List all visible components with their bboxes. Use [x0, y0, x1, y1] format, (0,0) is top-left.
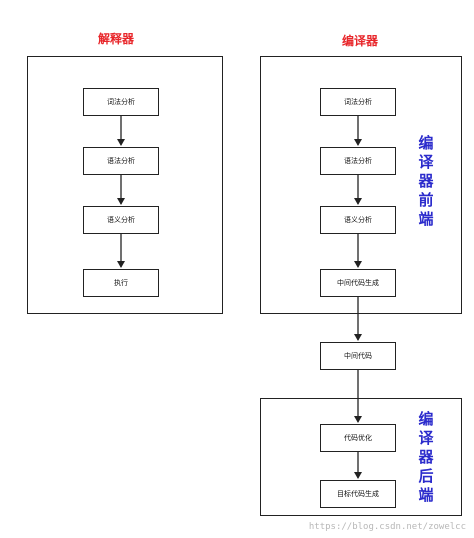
interpreter-title: 解释器 — [97, 32, 134, 46]
front-step-semantic: 语义分析 — [320, 206, 396, 234]
backend-section-label: 编 译 器 后 端 — [416, 410, 436, 505]
backend-label-char: 编 — [418, 410, 434, 428]
interp-step-semantic: 语义分析 — [83, 206, 159, 234]
frontend-label-char: 编 — [418, 134, 434, 152]
frontend-label-char: 端 — [418, 210, 434, 228]
frontend-label-char: 器 — [418, 172, 434, 190]
front-step-lexical: 词法分析 — [320, 88, 396, 116]
frontend-section-label: 编 译 器 前 端 — [416, 134, 436, 229]
backend-label-char: 译 — [418, 429, 434, 447]
frontend-label-char: 译 — [418, 153, 434, 171]
front-step-ir-gen: 中间代码生成 — [320, 269, 396, 297]
backend-label-char: 后 — [418, 467, 434, 485]
interp-step-lexical: 词法分析 — [83, 88, 159, 116]
frontend-label-char: 前 — [418, 191, 434, 209]
front-step-syntax: 语法分析 — [320, 147, 396, 175]
interp-step-execute: 执行 — [83, 269, 159, 297]
compiler-title: 编译器 — [341, 34, 378, 48]
watermark-url: https://blog.csdn.net/zowelcc — [308, 522, 466, 532]
back-step-optimize: 代码优化 — [320, 424, 396, 452]
backend-label-char: 端 — [418, 486, 434, 504]
intermediate-code-node: 中间代码 — [320, 342, 396, 370]
backend-label-char: 器 — [418, 448, 434, 466]
back-step-target-gen: 目标代码生成 — [320, 480, 396, 508]
interp-step-syntax: 语法分析 — [83, 147, 159, 175]
